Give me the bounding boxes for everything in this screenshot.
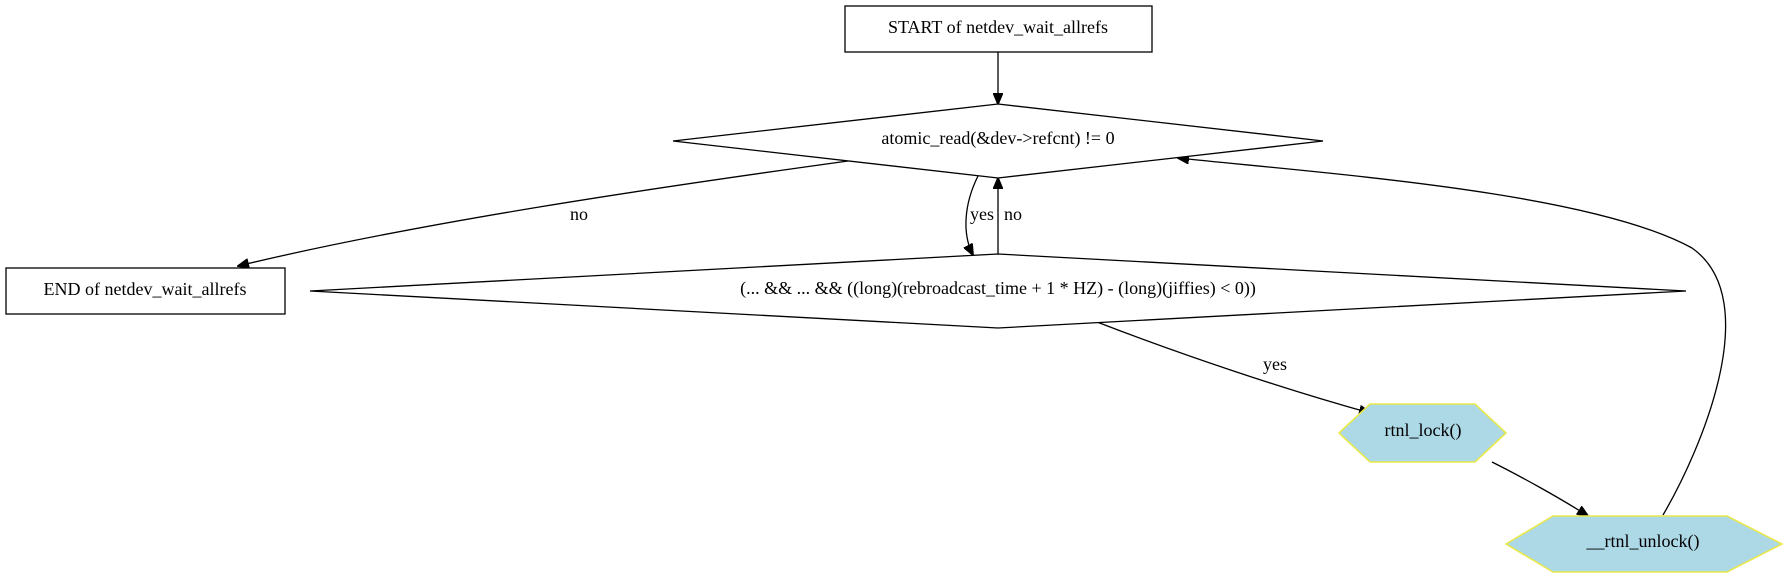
rtnl-unlock-node[interactable]: __rtnl_unlock() xyxy=(1504,515,1784,573)
start-node[interactable]: START of netdev_wait_allrefs xyxy=(844,5,1153,53)
edge-rtnl-unlock-to-refcnt xyxy=(1178,158,1727,516)
edge-refcnt-no-to-end xyxy=(238,160,849,266)
edge-label-refcnt-yes: yes xyxy=(970,204,994,224)
rtnl-lock-node[interactable]: rtnl_lock() xyxy=(1337,403,1508,463)
edge-refcnt-yes-to-rebroadcast xyxy=(966,175,979,255)
end-node[interactable]: END of netdev_wait_allrefs xyxy=(5,267,286,315)
refcnt-check-label: atomic_read(&dev->refcnt) != 0 xyxy=(881,128,1114,149)
edge-rebroadcast-yes-to-rtnl-lock xyxy=(1096,321,1370,413)
edge-rtnl-lock-to-rtnl-unlock xyxy=(1491,461,1588,516)
refcnt-check-decision[interactable]: atomic_read(&dev->refcnt) != 0 xyxy=(672,103,1324,179)
rebroadcast-check-decision[interactable]: (... && ... && ((long)(rebroadcast_time … xyxy=(309,253,1687,329)
start-node-label: START of netdev_wait_allrefs xyxy=(888,17,1108,37)
edge-label-refcnt-no: no xyxy=(570,204,588,224)
end-node-label: END of netdev_wait_allrefs xyxy=(44,279,247,299)
rebroadcast-check-label: (... && ... && ((long)(rebroadcast_time … xyxy=(740,278,1256,299)
edge-label-rebroadcast-no: no xyxy=(1004,204,1022,224)
rtnl-unlock-label: __rtnl_unlock() xyxy=(1586,531,1700,552)
rtnl-lock-label: rtnl_lock() xyxy=(1385,420,1462,441)
edge-label-rebroadcast-yes: yes xyxy=(1263,354,1287,374)
